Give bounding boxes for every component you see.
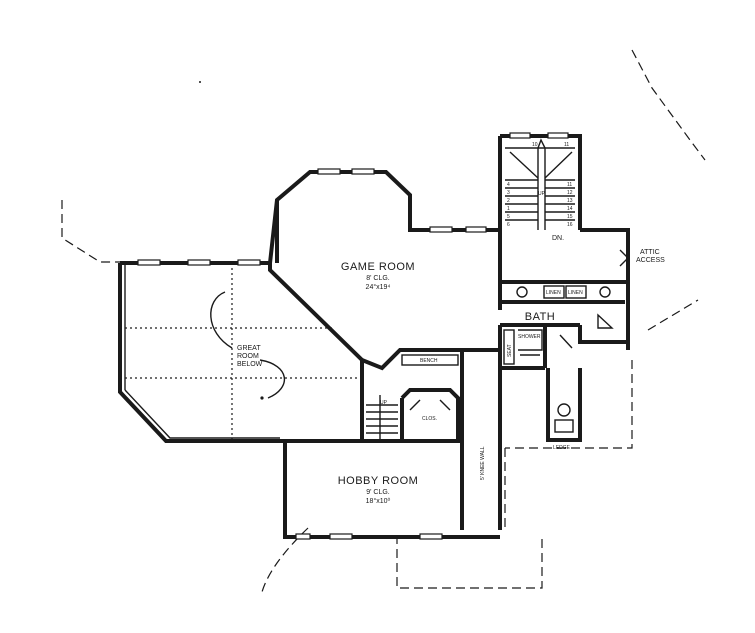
attic-access-door[interactable] [619, 249, 629, 267]
bench [401, 354, 459, 366]
hobby-room-size: 18°x10⁰ [366, 497, 391, 505]
step-number: 4 [507, 182, 510, 188]
stair-up [366, 395, 451, 440]
bench-label: BENCH [420, 358, 438, 364]
knee-wall-label: 5' KNEE WALL [480, 446, 486, 480]
hobby-room-name: HOBBY ROOM [338, 475, 419, 487]
closet-label: CLOS. [422, 416, 437, 422]
step-number: 11 [567, 182, 572, 188]
step-number: 5 [507, 214, 510, 220]
stray-mark [199, 81, 201, 83]
attic-label-1: ATTIC [640, 249, 660, 256]
step-number: 10 [532, 142, 538, 148]
hobby-room-ceiling: 9' CLG. [366, 489, 390, 496]
step-number: 14 [567, 206, 573, 212]
step-number: 1 [507, 206, 510, 212]
stair-up-label: UP [380, 400, 388, 406]
step-number: 16 [567, 222, 573, 228]
game-room-name: GAME ROOM [341, 261, 415, 273]
great-room-line2: ROOM [237, 353, 259, 360]
stair-step-numbers: 4 3 2 1 5 6 11 12 13 14 15 16 10 11 [507, 142, 573, 228]
step-number: 13 [567, 198, 573, 204]
linen-label-1: LINEN [546, 290, 561, 296]
attic-interior [124, 262, 280, 439]
great-room-below [125, 263, 362, 441]
step-number: 6 [507, 222, 510, 228]
seat-label: SEAT [507, 344, 513, 357]
bath-fixtures [503, 285, 614, 433]
game-room-ceiling: 8' CLG. [366, 275, 390, 282]
walls [118, 134, 630, 539]
windows [137, 132, 569, 540]
step-number: 2 [507, 198, 510, 204]
shower-label: SHOWER [518, 334, 541, 340]
stair-down [505, 138, 575, 230]
stair-up-small-label: UP [538, 191, 546, 197]
bath-name: BATH [525, 311, 556, 323]
stair-down-label: DN. [552, 235, 564, 242]
great-room-label: GREAT ROOM BELOW [237, 345, 263, 368]
game-room-label: GAME ROOM 8' CLG. 24°x19⁴ [341, 261, 415, 291]
roof-outline [61, 49, 706, 593]
great-room-line1: GREAT [237, 345, 261, 352]
step-number: 3 [507, 190, 510, 196]
linen-label-2: LINEN [568, 290, 583, 296]
step-number: 12 [567, 190, 573, 196]
step-number: 15 [567, 214, 573, 220]
attic-label-2: ACCESS [636, 257, 665, 264]
great-room-line3: BELOW [237, 361, 263, 368]
hobby-room-label: HOBBY ROOM 9' CLG. 18°x10⁰ [338, 475, 419, 505]
ledge-label: LEDGE [553, 445, 571, 451]
step-number: 11 [564, 142, 569, 148]
game-room-size: 24°x19⁴ [366, 283, 391, 291]
